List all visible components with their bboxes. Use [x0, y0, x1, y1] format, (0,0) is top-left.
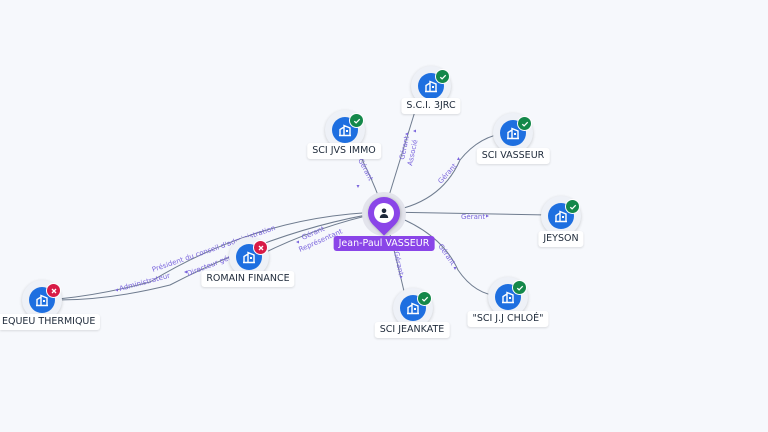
edge-thermique-admin	[57, 211, 385, 300]
company-label-sci-jj-chloe[interactable]: "SCI J.J CHLOÉ"	[467, 311, 549, 327]
check-icon	[435, 69, 450, 84]
edge-jeyson	[383, 211, 549, 216]
person-icon	[374, 203, 394, 223]
company-node-jeyson[interactable]	[541, 196, 581, 236]
check-icon	[565, 199, 580, 214]
edge-arrow	[356, 185, 360, 188]
company-node-sci-vasseur[interactable]	[493, 113, 533, 153]
edge-label-administrateur: Administrateur	[118, 272, 171, 293]
company-node-sci-jj-chloe[interactable]	[488, 277, 528, 317]
company-label-romain-finance[interactable]: ROMAIN FINANCE	[201, 271, 295, 287]
building-icon	[500, 120, 526, 146]
edge-arrow	[486, 214, 489, 218]
check-icon	[349, 113, 364, 128]
company-label-sci-jvs-immo[interactable]: SCI JVS IMMO	[307, 143, 381, 159]
company-node-thermique[interactable]	[22, 280, 62, 320]
edge-arrow	[399, 276, 403, 279]
check-icon	[512, 280, 527, 295]
check-icon	[517, 116, 532, 131]
edge-arrow	[405, 132, 408, 136]
edge-label-gerant: Gérant	[356, 157, 374, 182]
edge-arrow	[413, 129, 416, 133]
edge-label-gerant: Gérant	[437, 162, 459, 185]
edge-arrow	[296, 240, 299, 244]
edge-label-gerant: Gérant	[392, 251, 405, 276]
person-label[interactable]: Jean-Paul VASSEUR	[333, 236, 435, 251]
edge-arrow	[453, 267, 457, 270]
edge-arrow	[184, 270, 187, 274]
edge-thermique-dg	[57, 211, 385, 301]
edge-sci-vasseur	[383, 132, 509, 213]
company-node-romain-finance[interactable]	[229, 237, 269, 277]
company-label-sci-jeankate[interactable]: SCI JEANKATE	[374, 322, 450, 338]
cross-icon	[46, 283, 61, 298]
edge-arrow	[115, 288, 118, 292]
company-label-sci-3jrc[interactable]: S.C.I. 3JRC	[401, 98, 461, 114]
company-node-sci-jeankate[interactable]	[393, 288, 433, 328]
check-icon	[417, 291, 432, 306]
company-label-jeyson[interactable]: JEYSON	[538, 231, 584, 247]
company-label-sci-vasseur[interactable]: SCI VASSEUR	[476, 148, 550, 164]
edge-arrow	[457, 157, 460, 160]
edge-sci-jj-chloe	[383, 211, 501, 297]
edge-label-gerant: Gérant	[436, 243, 457, 268]
cross-icon	[253, 240, 268, 255]
company-label-thermique[interactable]: EQUEU THERMIQUE	[0, 314, 101, 330]
edge-label-gerant: Gérant	[461, 213, 485, 221]
